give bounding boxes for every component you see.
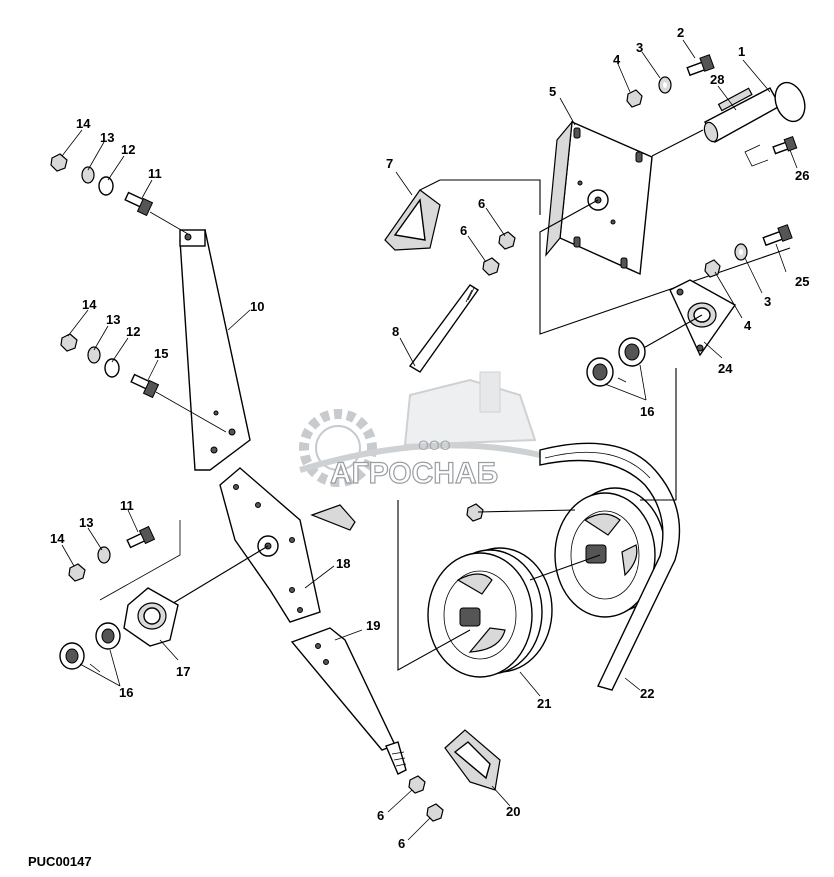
callout-14-top: 14 bbox=[76, 116, 91, 131]
bracket-7 bbox=[384, 189, 441, 251]
callout-2: 2 bbox=[677, 25, 684, 40]
callout-11-lower: 11 bbox=[120, 498, 134, 513]
nut-6-upper-b bbox=[482, 257, 500, 276]
seal-16-right bbox=[586, 337, 646, 387]
belt-22 bbox=[539, 442, 681, 691]
hardware-group-middle bbox=[60, 333, 160, 399]
bolt-25 bbox=[762, 224, 793, 247]
watermark-prefix: ООО bbox=[418, 437, 451, 453]
tension-arm-19 bbox=[290, 627, 407, 775]
callout-14-lower: 14 bbox=[50, 531, 65, 546]
callout-6-lower-b: 6 bbox=[398, 836, 405, 851]
bolt-26 bbox=[772, 136, 798, 155]
callout-1: 1 bbox=[738, 44, 745, 59]
callout-21: 21 bbox=[537, 696, 551, 711]
callout-8: 8 bbox=[392, 324, 399, 339]
callout-13-middle: 13 bbox=[106, 312, 120, 327]
harvester-logo-icon bbox=[299, 371, 541, 473]
callout-12-middle: 12 bbox=[126, 324, 140, 339]
callout-24: 24 bbox=[718, 361, 733, 376]
callout-20: 20 bbox=[506, 804, 520, 819]
callout-16-right: 16 bbox=[640, 404, 654, 419]
callout-12-top: 12 bbox=[121, 142, 135, 157]
pulley-21 bbox=[427, 547, 553, 678]
rod-8 bbox=[408, 284, 479, 373]
callout-5: 5 bbox=[549, 84, 556, 99]
nut-6-lower-b bbox=[426, 803, 444, 822]
pulley-21-rear bbox=[554, 487, 666, 618]
plate-18 bbox=[219, 467, 321, 623]
seal-16-left bbox=[59, 622, 121, 673]
leader-lines bbox=[61, 39, 798, 841]
washer-3-right bbox=[734, 243, 748, 261]
callout-labels: 1 2 3 4 28 5 26 7 6 6 8 25 3 4 24 16 14 … bbox=[50, 25, 809, 851]
key-28 bbox=[717, 87, 753, 112]
callout-11-top: 11 bbox=[148, 166, 162, 181]
clamp-nut bbox=[466, 503, 484, 522]
bolt-2 bbox=[686, 54, 715, 77]
callout-28: 28 bbox=[710, 72, 724, 87]
callout-6-upper-b: 6 bbox=[460, 223, 467, 238]
callout-25: 25 bbox=[795, 274, 809, 289]
callout-13-lower: 13 bbox=[79, 515, 93, 530]
drawing-code: PUC00147 bbox=[28, 854, 92, 869]
callout-18: 18 bbox=[336, 556, 350, 571]
bearing-flange-24 bbox=[669, 279, 737, 357]
nut-4-top bbox=[626, 89, 643, 108]
callout-6-upper-a: 6 bbox=[478, 196, 485, 211]
callout-17: 17 bbox=[176, 664, 190, 679]
nut-6-upper-a bbox=[498, 231, 516, 250]
washer-3-top bbox=[658, 76, 672, 94]
callout-26: 26 bbox=[795, 168, 809, 183]
hardware-group-lower bbox=[68, 525, 156, 582]
callout-16-left: 16 bbox=[119, 685, 133, 700]
nut-4-right bbox=[704, 259, 721, 278]
watermark: ООО АГРОСНАБ bbox=[299, 371, 541, 491]
callout-7: 7 bbox=[386, 156, 393, 171]
callout-14-middle: 14 bbox=[82, 297, 97, 312]
plate-5 bbox=[545, 120, 653, 276]
nut-6-lower-a bbox=[408, 775, 426, 794]
callout-4: 4 bbox=[613, 52, 621, 67]
hardware-group-top bbox=[50, 153, 154, 217]
callout-4-right: 4 bbox=[744, 318, 752, 333]
callout-10: 10 bbox=[250, 299, 264, 314]
callout-6-lower-a: 6 bbox=[377, 808, 384, 823]
callout-13-top: 13 bbox=[100, 130, 114, 145]
watermark-company-name: АГРОСНАБ bbox=[330, 457, 498, 490]
bearing-flange-17 bbox=[123, 587, 179, 647]
callout-15: 15 bbox=[154, 346, 168, 361]
gear-logo-icon bbox=[299, 409, 377, 487]
shaft-1 bbox=[703, 81, 806, 143]
bracket-20 bbox=[444, 729, 501, 791]
bracket-arm-10 bbox=[179, 229, 251, 471]
callout-3: 3 bbox=[636, 40, 643, 55]
callout-3-right: 3 bbox=[764, 294, 771, 309]
callout-19: 19 bbox=[366, 618, 380, 633]
callout-22: 22 bbox=[640, 686, 654, 701]
